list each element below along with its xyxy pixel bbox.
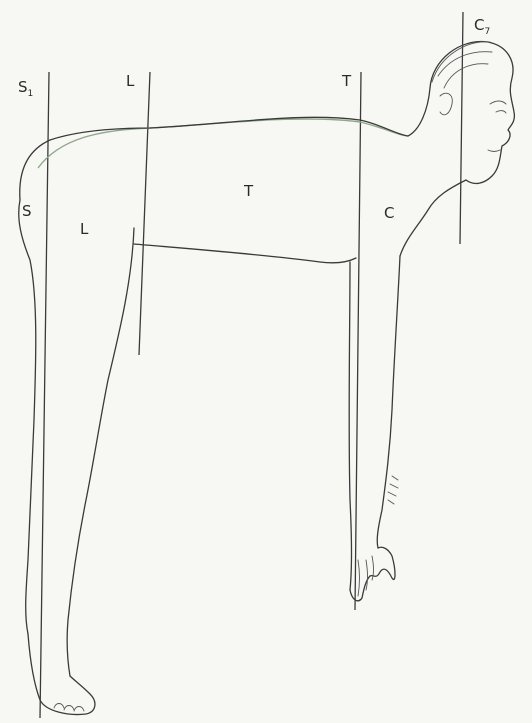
spinal-curve <box>38 119 408 168</box>
wrist-marks <box>388 476 398 504</box>
abdomen-line <box>134 244 356 263</box>
back-outline <box>20 88 430 200</box>
neck-chest-outline <box>400 180 466 256</box>
arm-outline-front <box>377 256 400 548</box>
label-c-body: C <box>384 206 394 221</box>
foot-outline <box>28 634 95 714</box>
plumb-line-t <box>355 72 361 610</box>
plumb-line-s1 <box>40 72 49 718</box>
label-c7: C7 <box>474 18 490 37</box>
ear <box>440 93 452 115</box>
plumb-line-l <box>139 72 150 355</box>
hand-outline <box>350 547 395 601</box>
label-l-body: L <box>80 222 88 237</box>
label-s1: S1 <box>18 80 33 99</box>
label-t-body: T <box>244 184 253 199</box>
label-l-top: L <box>126 74 134 89</box>
label-t-top: T <box>342 74 351 89</box>
face-features <box>488 101 506 152</box>
back-leg-outline <box>19 200 36 634</box>
label-s-body: S <box>22 204 32 219</box>
front-leg-outline <box>67 228 134 676</box>
arm-outline-back <box>349 262 351 590</box>
toes <box>54 704 84 712</box>
